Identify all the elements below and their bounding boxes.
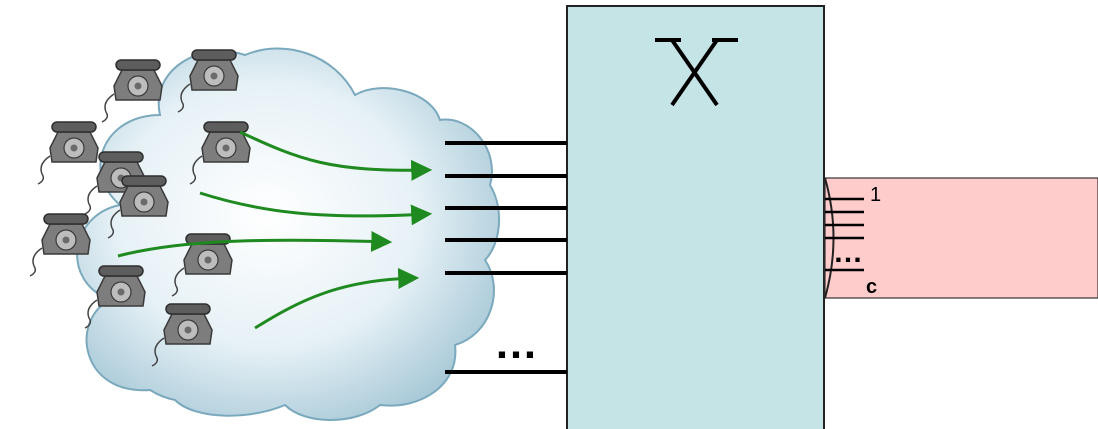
trunk-first-label: 1 [870, 184, 881, 206]
cloud-icon [76, 47, 501, 421]
call-arrows [117, 130, 433, 330]
rotary-phone-icon [37, 121, 99, 185]
call-arrow [254, 267, 420, 330]
trunk-lines [825, 197, 864, 272]
access-lines-ellipsis: … [494, 319, 538, 368]
access-lines [445, 141, 567, 374]
call-arrow [239, 130, 433, 181]
crossbar-switch-icon [655, 38, 738, 107]
trunk-ellipsis: … [833, 236, 863, 269]
call-arrow [199, 191, 433, 226]
trunk-group: 1 … c [824, 177, 1098, 299]
rotary-phone-icon [101, 59, 163, 123]
network-cloud [76, 47, 501, 421]
call-arrow [117, 230, 393, 258]
trunk-last-label: c [866, 276, 877, 298]
